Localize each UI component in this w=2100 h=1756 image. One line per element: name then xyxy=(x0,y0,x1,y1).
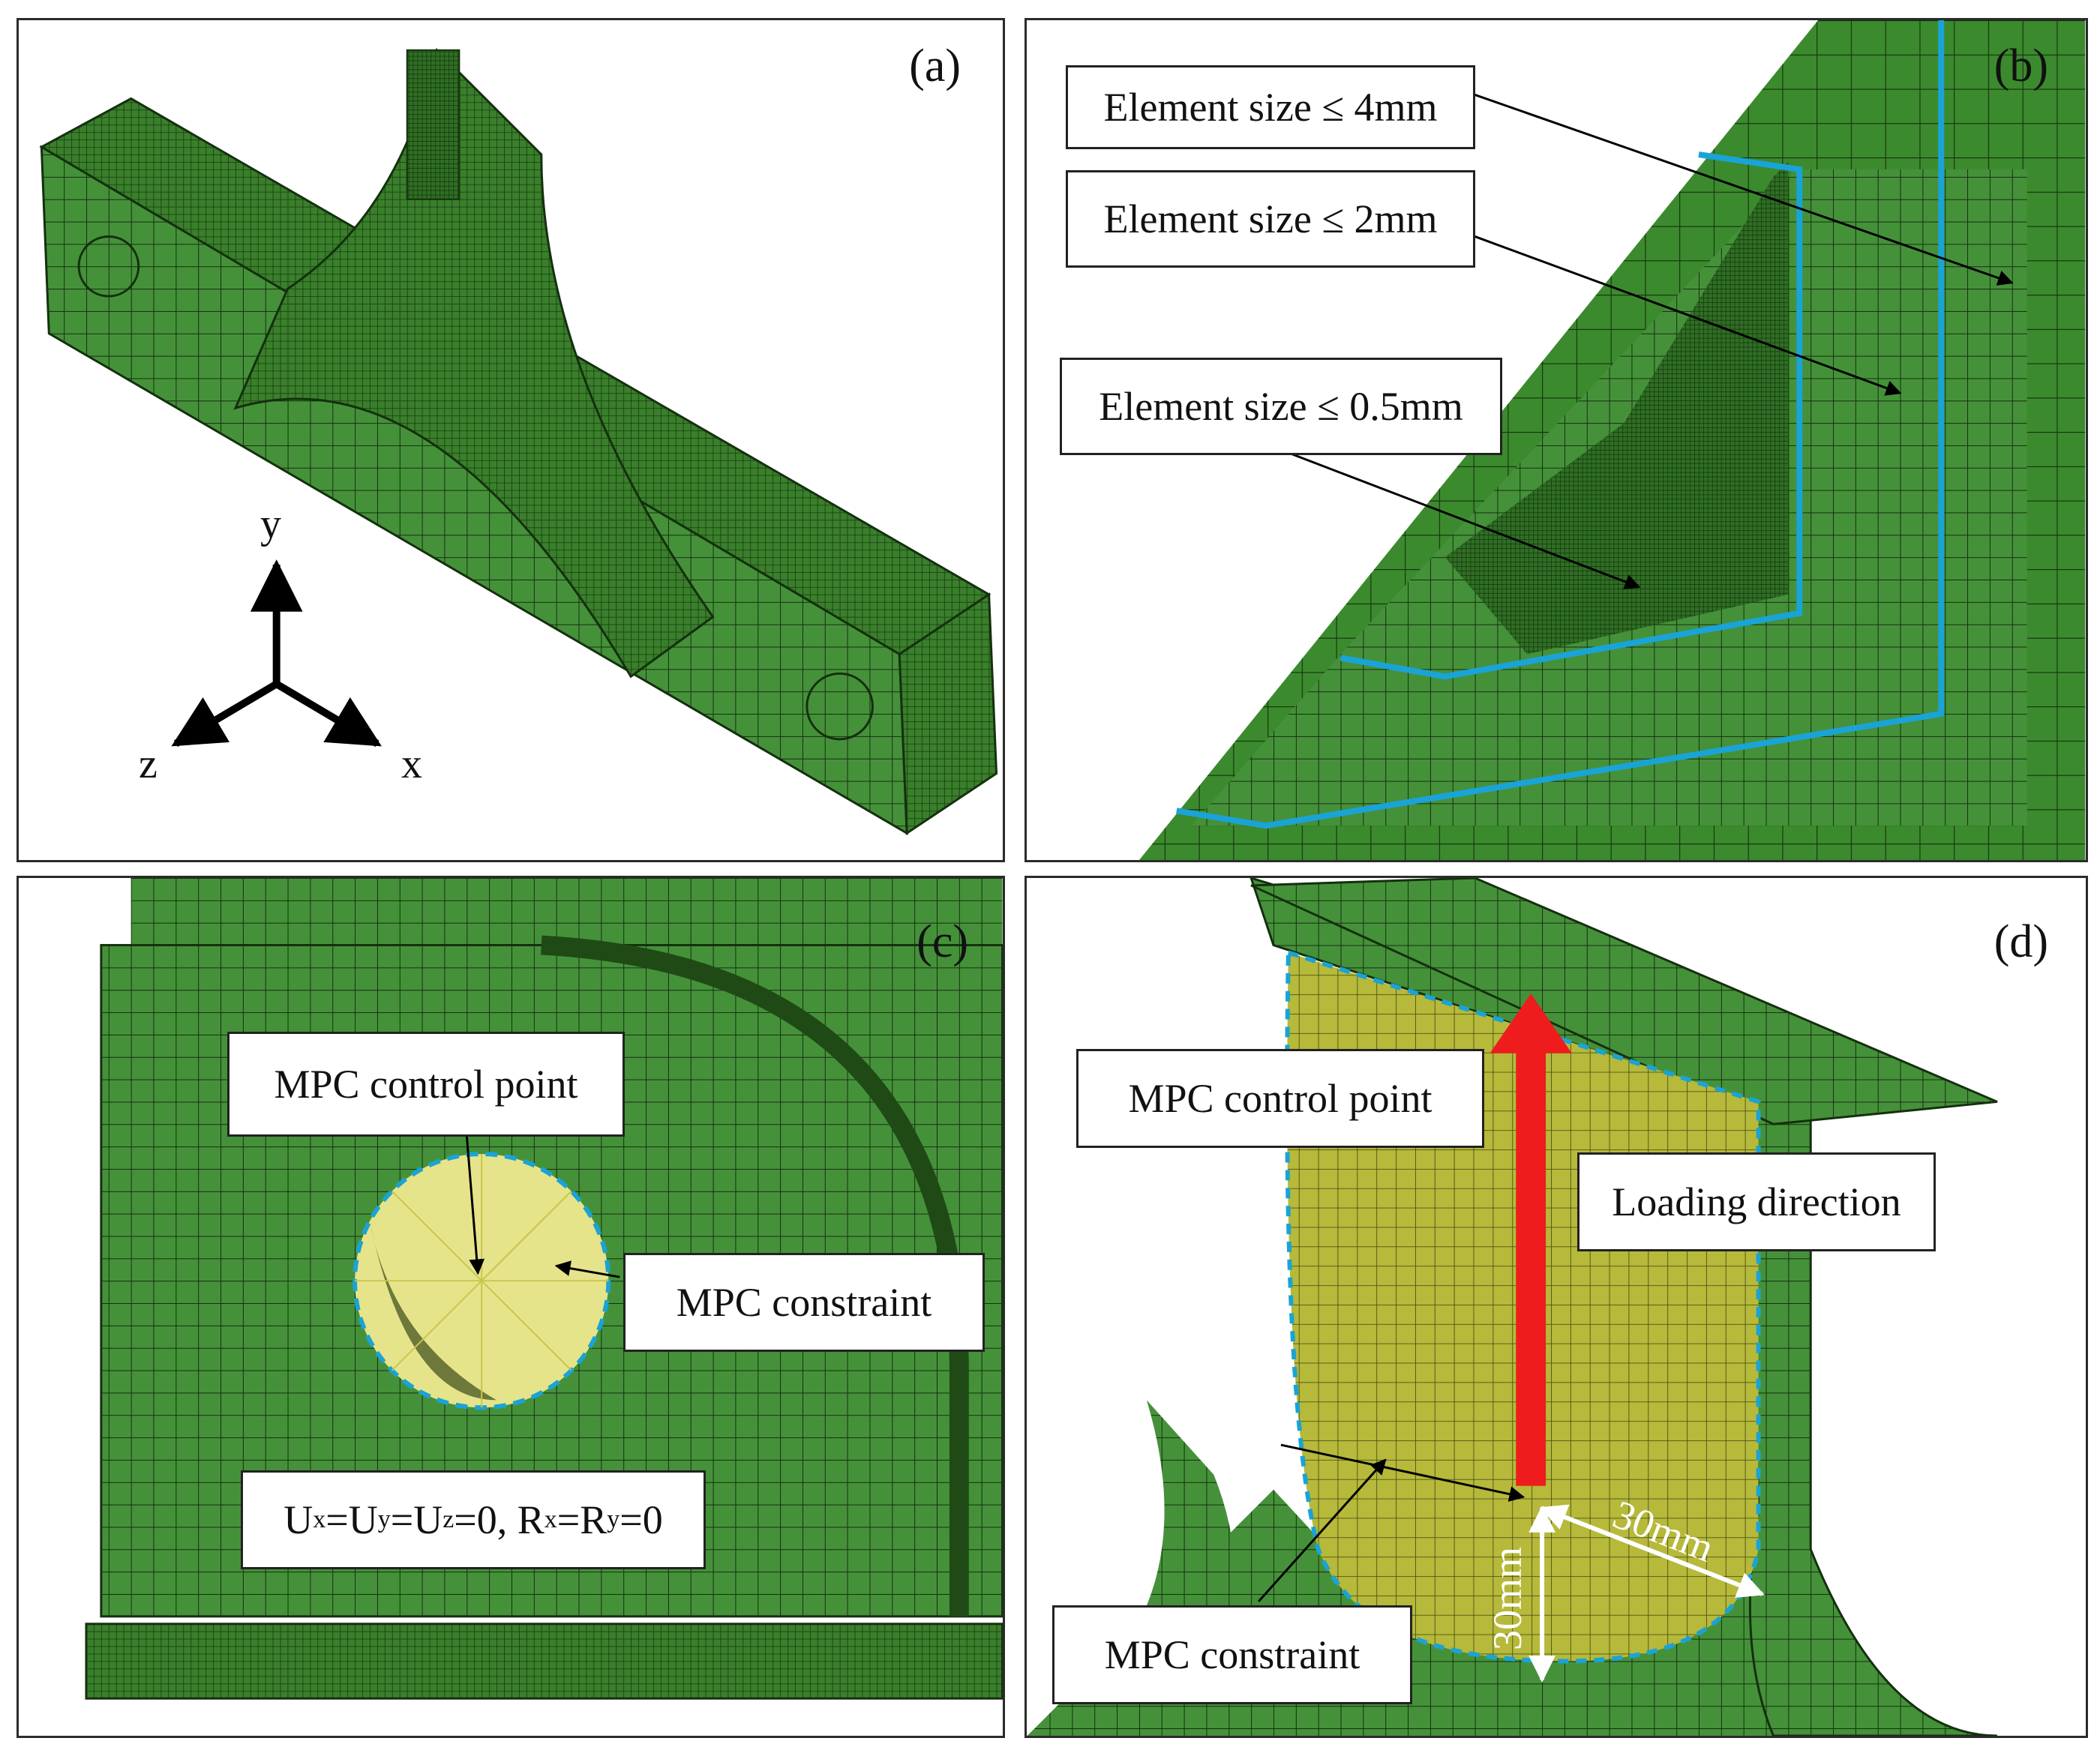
panel-a-label: (a) xyxy=(909,40,961,91)
panel-c-label: (c) xyxy=(916,916,968,967)
callout-mpc-control-point-d: MPC control point xyxy=(1076,1049,1484,1148)
callout-loading-direction: Loading direction xyxy=(1577,1152,1936,1251)
axis-x-label: x xyxy=(401,741,422,787)
boundary-05mm xyxy=(1340,151,1803,680)
panel-d-label: (d) xyxy=(1994,916,2048,967)
axis-y-label: y xyxy=(260,501,281,547)
callout-2mm: Element size ≤ 2mm xyxy=(1066,170,1475,268)
upper-flange xyxy=(130,878,1003,945)
callout-mpc-constraint-d: MPC constraint xyxy=(1052,1605,1412,1704)
lower-flange xyxy=(85,1623,1003,1700)
leader-control-point-d xyxy=(1280,1443,1526,1502)
mpc-shadow xyxy=(369,1221,497,1401)
panel-a-mesh-model xyxy=(39,47,998,835)
panel-a: (a) y z x xyxy=(16,18,1005,862)
bolt-hole-left xyxy=(77,235,140,298)
panel-b: (b) Element size ≤ 4mm Element size ≤ 2m… xyxy=(1024,18,2088,862)
panel-d: (d) MPC control point Loading direction … xyxy=(1024,876,2088,1738)
hanger-plate xyxy=(233,47,715,679)
bolt-hole-right xyxy=(806,672,874,741)
dim-label-vertical: 30mm xyxy=(1485,1546,1531,1651)
loading-arrow-shaft xyxy=(1516,1038,1546,1486)
axis-x-arrow xyxy=(274,680,382,748)
panel-b-mesh-regions xyxy=(1027,20,2086,860)
callout-4mm: Element size ≤ 4mm xyxy=(1066,65,1475,149)
leader-2mm xyxy=(1474,235,1902,396)
leader-05mm xyxy=(1288,451,1641,589)
boundary-2mm xyxy=(1176,20,1945,829)
beam-end-face xyxy=(898,592,998,835)
hanger-rib xyxy=(406,49,460,200)
leader-control-point xyxy=(465,1135,485,1275)
axis-z-arrow xyxy=(171,680,279,748)
callout-05mm: Element size ≤ 0.5mm xyxy=(1060,358,1502,455)
leader-4mm xyxy=(1474,94,2014,286)
callout-mpc-constraint: MPC constraint xyxy=(623,1253,985,1352)
hanger-top-plate xyxy=(1250,878,1998,1125)
callout-mpc-control-point: MPC control point xyxy=(227,1032,625,1137)
leader-constraint xyxy=(554,1260,620,1278)
leader-constraint-d xyxy=(1257,1458,1387,1602)
fine-mesh-region xyxy=(1444,161,1789,655)
panel-b-label: (b) xyxy=(1994,40,2048,91)
dim-horizontal xyxy=(1539,1504,1765,1598)
loading-arrow-head xyxy=(1490,993,1572,1053)
mpc-spokes xyxy=(355,1154,609,1408)
axis-z-label: z xyxy=(139,741,158,787)
